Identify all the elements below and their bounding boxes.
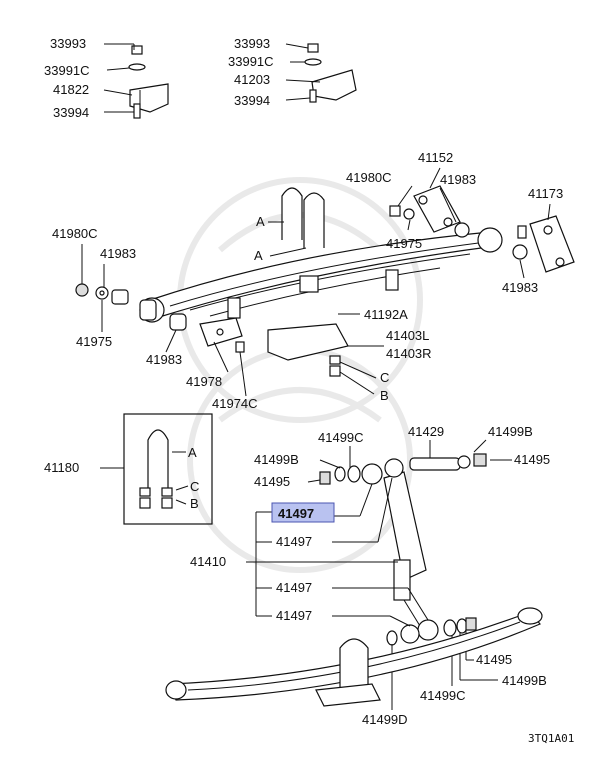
label-41975-l: 41975 xyxy=(76,334,112,349)
label-33991c-b: 33991C xyxy=(228,54,274,69)
front-hanger-left xyxy=(75,244,247,397)
label-33994-a: 33994 xyxy=(53,105,89,120)
label-41192a: 41192A xyxy=(364,307,408,322)
label-a-3: A xyxy=(188,445,197,460)
label-41499b-l: 41499B xyxy=(254,452,299,467)
label-41180: 41180 xyxy=(44,460,79,475)
label-41983-l2: 41983 xyxy=(146,352,182,367)
label-41495-r: 41495 xyxy=(514,452,550,467)
label-41983-l: 41983 xyxy=(100,246,136,261)
label-41497-4: 41497 xyxy=(276,608,312,623)
highlight-box xyxy=(271,502,335,523)
label-c-2: C xyxy=(190,479,199,494)
label-41974c: 41974C xyxy=(212,396,258,411)
label-a-1: A xyxy=(256,214,265,229)
label-41429: 41429 xyxy=(408,424,444,439)
label-33993-b: 33993 xyxy=(234,36,270,51)
label-41403r: 41403R xyxy=(386,346,432,361)
part-labels: 33993 33991C 41822 33994 33993 33991C 41… xyxy=(44,36,574,745)
label-41499b-t: 41499B xyxy=(488,424,533,439)
label-41495-b: 41495 xyxy=(476,652,512,667)
u-bolts-upper xyxy=(268,187,325,257)
label-b-1: B xyxy=(380,388,389,403)
label-41410: 41410 xyxy=(190,554,226,569)
label-b-2: B xyxy=(190,496,199,511)
label-41978: 41978 xyxy=(186,374,222,389)
bracket-41822-assembly xyxy=(103,43,169,119)
label-c-1: C xyxy=(380,370,389,385)
leaf-spring-lower xyxy=(165,607,543,707)
label-41983-rr: 41983 xyxy=(502,280,538,295)
ubolt-kit-box xyxy=(100,413,213,525)
label-41980c-l: 41980C xyxy=(52,226,98,241)
label-41497-2: 41497 xyxy=(276,534,312,549)
label-41499b-b: 41499B xyxy=(502,673,547,688)
bracket-41203-assembly xyxy=(285,43,357,103)
label-41497-3: 41497 xyxy=(276,580,312,595)
label-41203: 41203 xyxy=(234,72,270,87)
shock-absorber xyxy=(246,439,512,710)
label-41822: 41822 xyxy=(53,82,89,97)
label-41980c-r: 41980C xyxy=(346,170,392,185)
spring-seat xyxy=(267,313,384,395)
label-41497-highlighted[interactable]: 41497 xyxy=(278,506,314,521)
label-33991c-a: 33991C xyxy=(44,63,90,78)
shackle-right xyxy=(389,167,575,279)
label-41152: 41152 xyxy=(418,150,453,165)
label-41173: 41173 xyxy=(528,186,563,201)
label-41983-r: 41983 xyxy=(440,172,476,187)
label-33994-b: 33994 xyxy=(234,93,270,108)
label-a-2: A xyxy=(254,248,263,263)
label-41499c-t: 41499C xyxy=(318,430,364,445)
label-41499d: 41499D xyxy=(362,712,408,727)
label-41975-r: 41975 xyxy=(386,236,422,251)
label-41403l: 41403L xyxy=(386,328,429,343)
label-41499c-b: 41499C xyxy=(420,688,466,703)
diagram-code: 3TQ1A01 xyxy=(528,732,574,745)
label-41495-l: 41495 xyxy=(254,474,290,489)
label-33993-a: 33993 xyxy=(50,36,86,51)
